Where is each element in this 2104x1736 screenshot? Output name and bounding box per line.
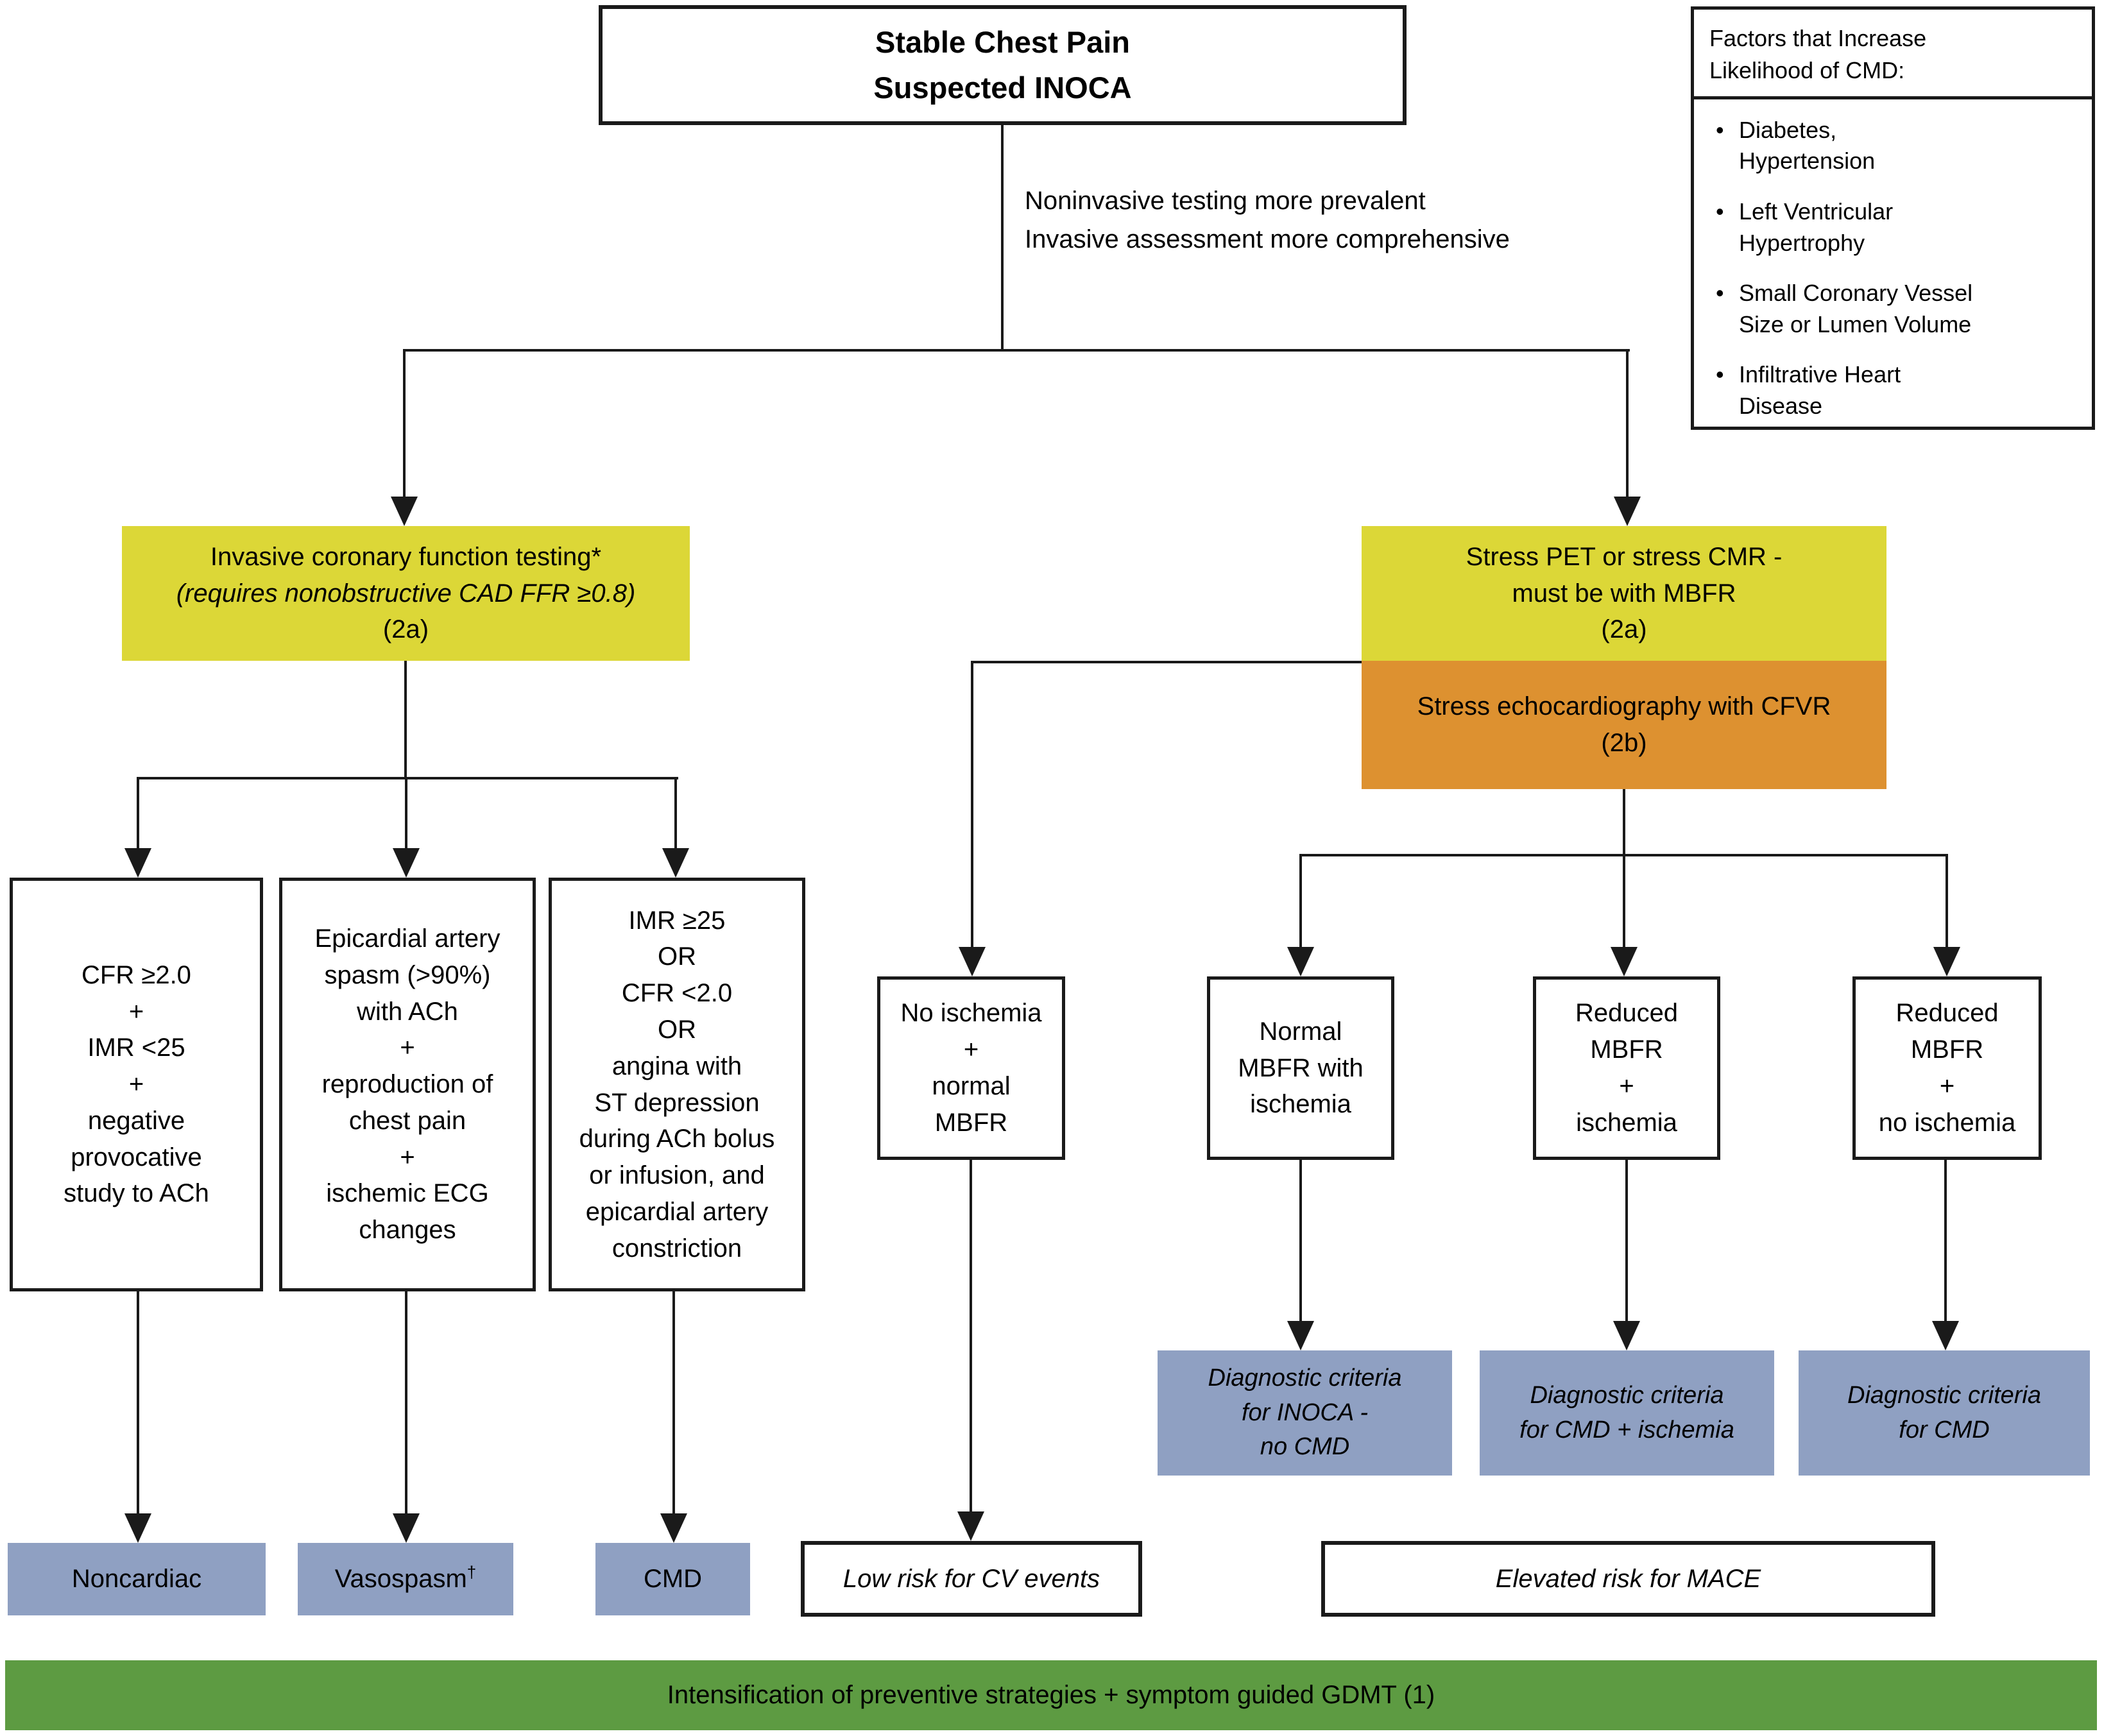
- finding-normal-mbfr-node: Normal MBFR with ischemia: [1207, 976, 1394, 1160]
- connector-cmd-drop: [672, 1291, 675, 1515]
- outcome-vasospasm-node: Vasospasm†: [298, 1543, 513, 1615]
- arrow-into-invasive-testing: [391, 497, 418, 526]
- branch-note: Noninvasive testing more prevalent Invas…: [1025, 187, 1510, 253]
- invasive-testing-node: Invasive coronary function testing* (req…: [122, 526, 690, 661]
- connector-crit1-drop: [137, 777, 139, 849]
- factors-cmd-panel: Factors that Increase Likelihood of CMD:…: [1691, 6, 2095, 430]
- connector-echo-left: [971, 661, 1362, 663]
- arrow-into-crit-normal: [124, 848, 151, 878]
- arrow-into-crit-cmd: [662, 848, 689, 878]
- outcome-noncardiac-node: Noncardiac: [8, 1543, 266, 1615]
- connector-finding1-drop: [1299, 854, 1302, 948]
- finding-no-ischemia-node: No ischemia + normal MBFR: [877, 976, 1065, 1160]
- outcome-cmd-node: CMD: [595, 1543, 750, 1615]
- root-node-stable-chest-pain: Stable Chest Pain Suspected INOCA: [599, 5, 1407, 125]
- footer-gdmt-band: Intensification of preventive strategies…: [5, 1660, 2097, 1730]
- arrow-into-low-risk: [957, 1511, 984, 1541]
- connector-no-ischemia-drop: [971, 661, 973, 948]
- factor-item-infiltrative-disease: Infiltrative Heart Disease: [1706, 359, 2079, 421]
- arrow-into-diag-inoca: [1287, 1321, 1314, 1350]
- connector-left-drop: [403, 349, 406, 499]
- arrow-into-crit-spasm: [393, 848, 420, 878]
- factors-title: Factors that Increase Likelihood of CMD:: [1709, 25, 1927, 84]
- diagnosis-inoca-no-cmd-node: Diagnostic criteria for INOCA - no CMD: [1158, 1350, 1452, 1476]
- arrow-into-noncardiac: [124, 1513, 151, 1543]
- arrow-into-cmd: [660, 1513, 687, 1543]
- finding-reduced-mbfr-ischemia-node: Reduced MBFR + ischemia: [1533, 976, 1720, 1160]
- stress-echo-cfvr-node: Stress echocardiography with CFVR (2b): [1362, 661, 1886, 789]
- connector-crit3-drop: [674, 777, 677, 849]
- arrow-into-vasospasm: [393, 1513, 420, 1543]
- connector-diag3-drop: [1944, 1160, 1947, 1322]
- criteria-normal-function-node: CFR ≥2.0 + IMR <25 + negative provocativ…: [10, 878, 263, 1291]
- dagger-footnote-mark: †: [466, 1562, 477, 1582]
- invasive-testing-line1: Invasive coronary function testing*: [210, 542, 602, 571]
- factor-item-diabetes-hypertension: Diabetes, Hypertension: [1706, 115, 2079, 177]
- factors-list: Diabetes, Hypertension Left Ventricular …: [1694, 115, 2092, 422]
- outcome-cmd-label: CMD: [643, 1565, 703, 1594]
- connector-finding2-drop: [1623, 854, 1625, 948]
- elevated-risk-node: Elevated risk for MACE: [1321, 1541, 1935, 1617]
- arrow-into-diag-cmd-ischemia: [1613, 1321, 1640, 1350]
- diagnosis-cmd-node: Diagnostic criteria for CMD: [1799, 1350, 2090, 1476]
- diagnosis-cmd-ischemia-node: Diagnostic criteria for CMD + ischemia: [1480, 1350, 1774, 1476]
- arrow-into-reduced-mbfr-ischemia: [1611, 947, 1638, 976]
- connector-noncardiac-drop: [137, 1291, 139, 1515]
- invasive-testing-line2: (requires nonobstructive CAD FFR ≥0.8): [176, 579, 636, 608]
- connector-right-drop: [1626, 349, 1629, 499]
- arrow-into-normal-mbfr: [1287, 947, 1314, 976]
- invasive-testing-cor: (2a): [382, 615, 429, 644]
- arrow-into-diag-cmd: [1932, 1321, 1959, 1350]
- footer-gdmt-label: Intensification of preventive strategies…: [667, 1681, 1435, 1710]
- stress-pet-cmr-node: Stress PET or stress CMR - must be with …: [1362, 526, 1886, 661]
- connector-vasospasm-drop: [405, 1291, 407, 1515]
- connector-top-branch: [403, 349, 1630, 352]
- connector-diag1-drop: [1299, 1160, 1302, 1322]
- outcome-vasospasm-label: Vasospasm†: [335, 1561, 476, 1597]
- arrow-into-stress-pet: [1614, 497, 1641, 526]
- connector-diag2-drop: [1625, 1160, 1628, 1322]
- factor-item-small-vessel: Small Coronary Vessel Size or Lumen Volu…: [1706, 278, 2079, 340]
- connector-invasive-branch: [137, 777, 678, 779]
- connector-crit2-drop: [405, 777, 407, 849]
- factors-divider: [1694, 96, 2092, 99]
- arrow-into-no-ischemia: [959, 947, 986, 976]
- outcome-noncardiac-label: Noncardiac: [71, 1565, 202, 1594]
- arrow-into-reduced-mbfr-no-ischemia: [1933, 947, 1960, 976]
- connector-invasive-stem: [404, 661, 407, 779]
- connector-echo-stem: [1623, 789, 1625, 856]
- criteria-cmd-node: IMR ≥25 OR CFR <2.0 OR angina with ST de…: [549, 878, 805, 1291]
- connector-finding3-drop: [1946, 854, 1948, 948]
- root-node-label: Stable Chest Pain Suspected INOCA: [873, 25, 1132, 105]
- connector-low-risk-drop: [970, 1160, 972, 1513]
- low-risk-node: Low risk for CV events: [801, 1541, 1142, 1617]
- factor-item-lv-hypertrophy: Left Ventricular Hypertrophy: [1706, 196, 2079, 259]
- connector-root-stem: [1001, 125, 1004, 352]
- vasospasm-text: Vasospasm: [334, 1565, 467, 1594]
- criteria-spasm-node: Epicardial artery spasm (>90%) with ACh …: [279, 878, 536, 1291]
- finding-reduced-mbfr-no-ischemia-node: Reduced MBFR + no ischemia: [1852, 976, 2042, 1160]
